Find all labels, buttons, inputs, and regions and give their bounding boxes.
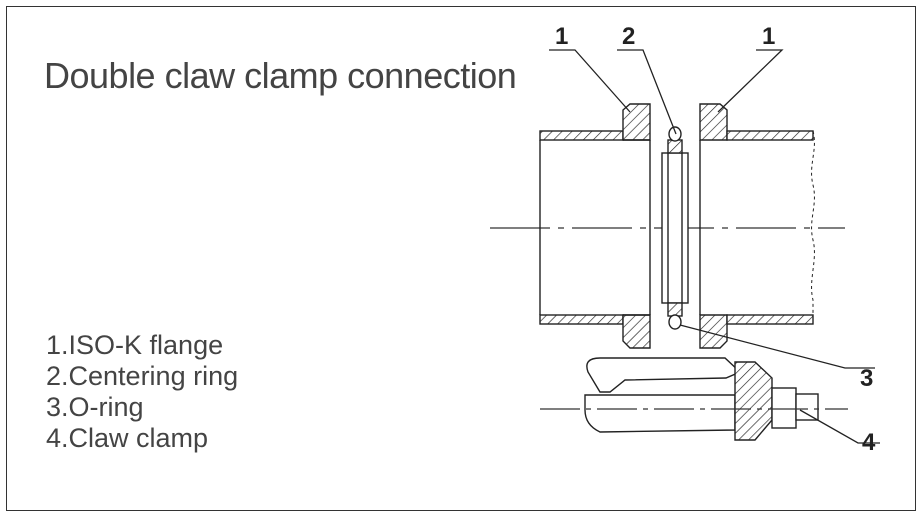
leader-lines	[549, 49, 880, 444]
legend-item-centering-ring: 2.Centering ring	[46, 361, 239, 391]
right-tube	[726, 130, 815, 325]
legend-item-flange: 1.ISO-K flange	[46, 330, 224, 360]
legend-item-o-ring: 3.O-ring	[46, 392, 144, 422]
callout-claw-clamp: 4	[862, 429, 876, 456]
legend-item-claw-clamp: 4.Claw clamp	[46, 423, 209, 453]
right-flange	[699, 103, 728, 349]
diagram-title: Double claw clamp connection	[44, 55, 517, 96]
claw-clamp	[540, 357, 848, 441]
callout-centering-ring: 2	[622, 23, 635, 50]
centering-ring	[661, 139, 689, 317]
o-ring	[668, 126, 682, 330]
callout-flange-right: 1	[762, 23, 775, 50]
left-flange	[622, 103, 651, 349]
parts-legend: 1.ISO-K flange 2.Centering ring 3.O-ring…	[46, 330, 238, 454]
callout-o-ring: 3	[860, 365, 873, 392]
callout-flange-left: 1	[555, 23, 568, 50]
